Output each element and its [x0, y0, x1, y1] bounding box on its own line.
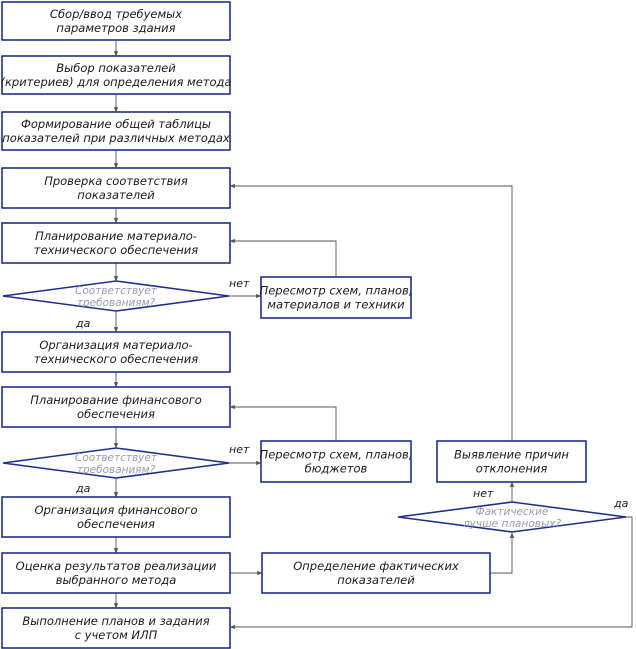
label-no-d2: нет [229, 443, 250, 456]
box-frame [1, 55, 231, 95]
box-label-line: показателей [77, 188, 155, 202]
box-label-line: Пересмотр схем, планов, [260, 448, 413, 462]
box-label-line: Определение фактических [293, 559, 459, 573]
process-box-s9: Оценка результатов реализациивыбранного … [1, 552, 231, 594]
box-label-line: выбранного метода [56, 573, 177, 587]
box-frame [1, 607, 231, 649]
decision-label-line: требованиям? [77, 464, 156, 476]
box-frame [1, 331, 231, 373]
decision-label-line: требованиям? [77, 297, 156, 309]
process-box-s2: Выбор показателей(критериев) для определ… [0, 55, 232, 95]
decision-diamond [397, 501, 627, 533]
label-no-d1: нет [229, 277, 250, 290]
box-frame [1, 167, 231, 209]
box-label-line: Выявление причин [454, 448, 569, 462]
label-yes-d2: да [75, 482, 91, 495]
decision-diamond [2, 280, 230, 312]
arrow-r3-d3 [490, 532, 515, 574]
arrow-r4-s4 [229, 183, 513, 441]
box-label-line: Планирование финансового [30, 393, 202, 407]
process-box-r2: Пересмотр схем, планов,бюджетов [260, 440, 413, 483]
box-label-line: (критериев) для определения метода [0, 75, 231, 89]
decision-label-line: Соответствует [75, 452, 158, 464]
box-frame [1, 111, 231, 151]
box-label-line: с учетом ИЛП [75, 628, 158, 642]
arrow-r1-s5 [229, 238, 337, 277]
box-frame [1, 1, 231, 41]
decision-label-line: лучше плановых? [462, 518, 562, 530]
box-label-line: Сбор/ввод требуемых [50, 7, 182, 21]
box-label-line: обеспечения [77, 407, 155, 421]
box-label-line: технического обеспечения [34, 352, 198, 366]
box-label-line: Выполнение планов и задания [22, 614, 209, 628]
box-label-line: обеспечения [77, 517, 155, 531]
box-label-line: Проверка соответствия [44, 174, 188, 188]
decision-label-line: Соответствует [75, 285, 158, 297]
box-frame [1, 552, 231, 594]
box-label-line: Формирование общей таблицы [21, 117, 211, 131]
box-label-line: бюджетов [305, 462, 368, 476]
box-label-line: Выбор показателей [56, 61, 176, 75]
box-label-line: показателей при различных методах [2, 131, 230, 145]
process-box-r1: Пересмотр схем, планов,материалов и техн… [260, 276, 413, 319]
label-yes-d1: да [75, 317, 91, 330]
arrow-d3-s10 [229, 516, 633, 630]
box-label-line: отклонения [476, 462, 548, 476]
process-box-s5: Планирование материало-технического обес… [1, 222, 231, 264]
box-label-line: Организация материало- [39, 338, 192, 352]
box-label-line: параметров здания [56, 21, 175, 35]
box-label-line: технического обеспечения [34, 243, 198, 257]
box-frame [1, 386, 231, 428]
box-label-line: показателей [337, 573, 415, 587]
connectors [113, 40, 633, 630]
box-frame [436, 440, 587, 483]
label-yes-d3: да [613, 497, 629, 510]
box-frame [1, 222, 231, 264]
label-no-d3: нет [473, 487, 494, 500]
box-label-line: Организация финансового [34, 503, 197, 517]
arrow-r2-s7 [229, 404, 337, 441]
decision-label-line: Фактические [476, 506, 549, 518]
box-label-line: материалов и техники [267, 298, 405, 312]
box-frame [1, 496, 231, 538]
decision-diamond [2, 447, 230, 479]
box-label-line: Оценка результатов реализации [16, 559, 217, 573]
box-frame [260, 440, 412, 483]
box-label-line: Пересмотр схем, планов, [260, 284, 413, 298]
box-frame [260, 276, 412, 319]
box-label-line: Планирование материало- [35, 229, 197, 243]
process-box-s6: Организация материало-технического обесп… [1, 331, 231, 373]
box-frame [261, 552, 491, 594]
